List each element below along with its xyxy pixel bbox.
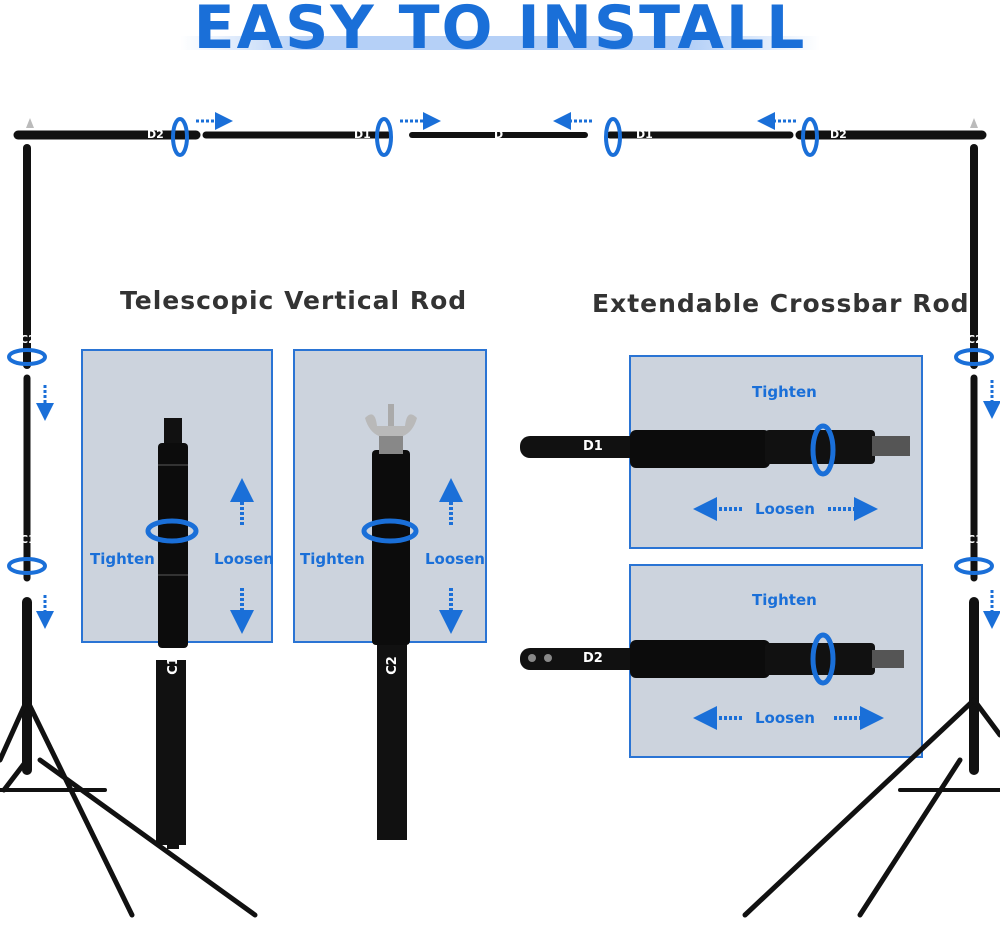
crossbar-segment-d1-right: D1 [636, 128, 653, 141]
c1-rod-label: C1 [165, 656, 181, 675]
c1-loosen-label: Loosen [214, 550, 274, 568]
crossbar-segment-d2-right: D2 [830, 128, 847, 141]
crossbar-segment-d2-left: D2 [147, 128, 164, 141]
c2-tighten-label: Tighten [300, 550, 365, 568]
crossbar-segment-d1-left: D1 [354, 128, 371, 141]
d2-rod-label: D2 [583, 651, 603, 666]
c2-rod-label: C2 [384, 656, 400, 675]
right-vertical-c2: C2 [967, 333, 983, 346]
d1-rod-label: D1 [583, 439, 603, 454]
d2-loosen-label: Loosen [755, 709, 815, 727]
left-vertical-c2: C2 [20, 333, 36, 346]
crossbar-segment-d: D [494, 128, 504, 141]
c1-tighten-label: Tighten [90, 550, 155, 568]
d2-tighten-label: Tighten [752, 591, 817, 609]
page-title: EASY TO INSTALL [193, 0, 807, 63]
title-highlight [180, 36, 820, 50]
c2-loosen-label: Loosen [425, 550, 485, 568]
d1-loosen-label: Loosen [755, 500, 815, 518]
d1-tighten-label: Tighten [752, 383, 817, 401]
vertical-rod-heading: Telescopic Vertical Rod [120, 286, 468, 315]
crossbar-rod-heading: Extendable Crossbar Rod [592, 289, 970, 318]
right-vertical-c1: C1 [967, 533, 983, 546]
left-vertical-c1: C1 [20, 533, 36, 546]
